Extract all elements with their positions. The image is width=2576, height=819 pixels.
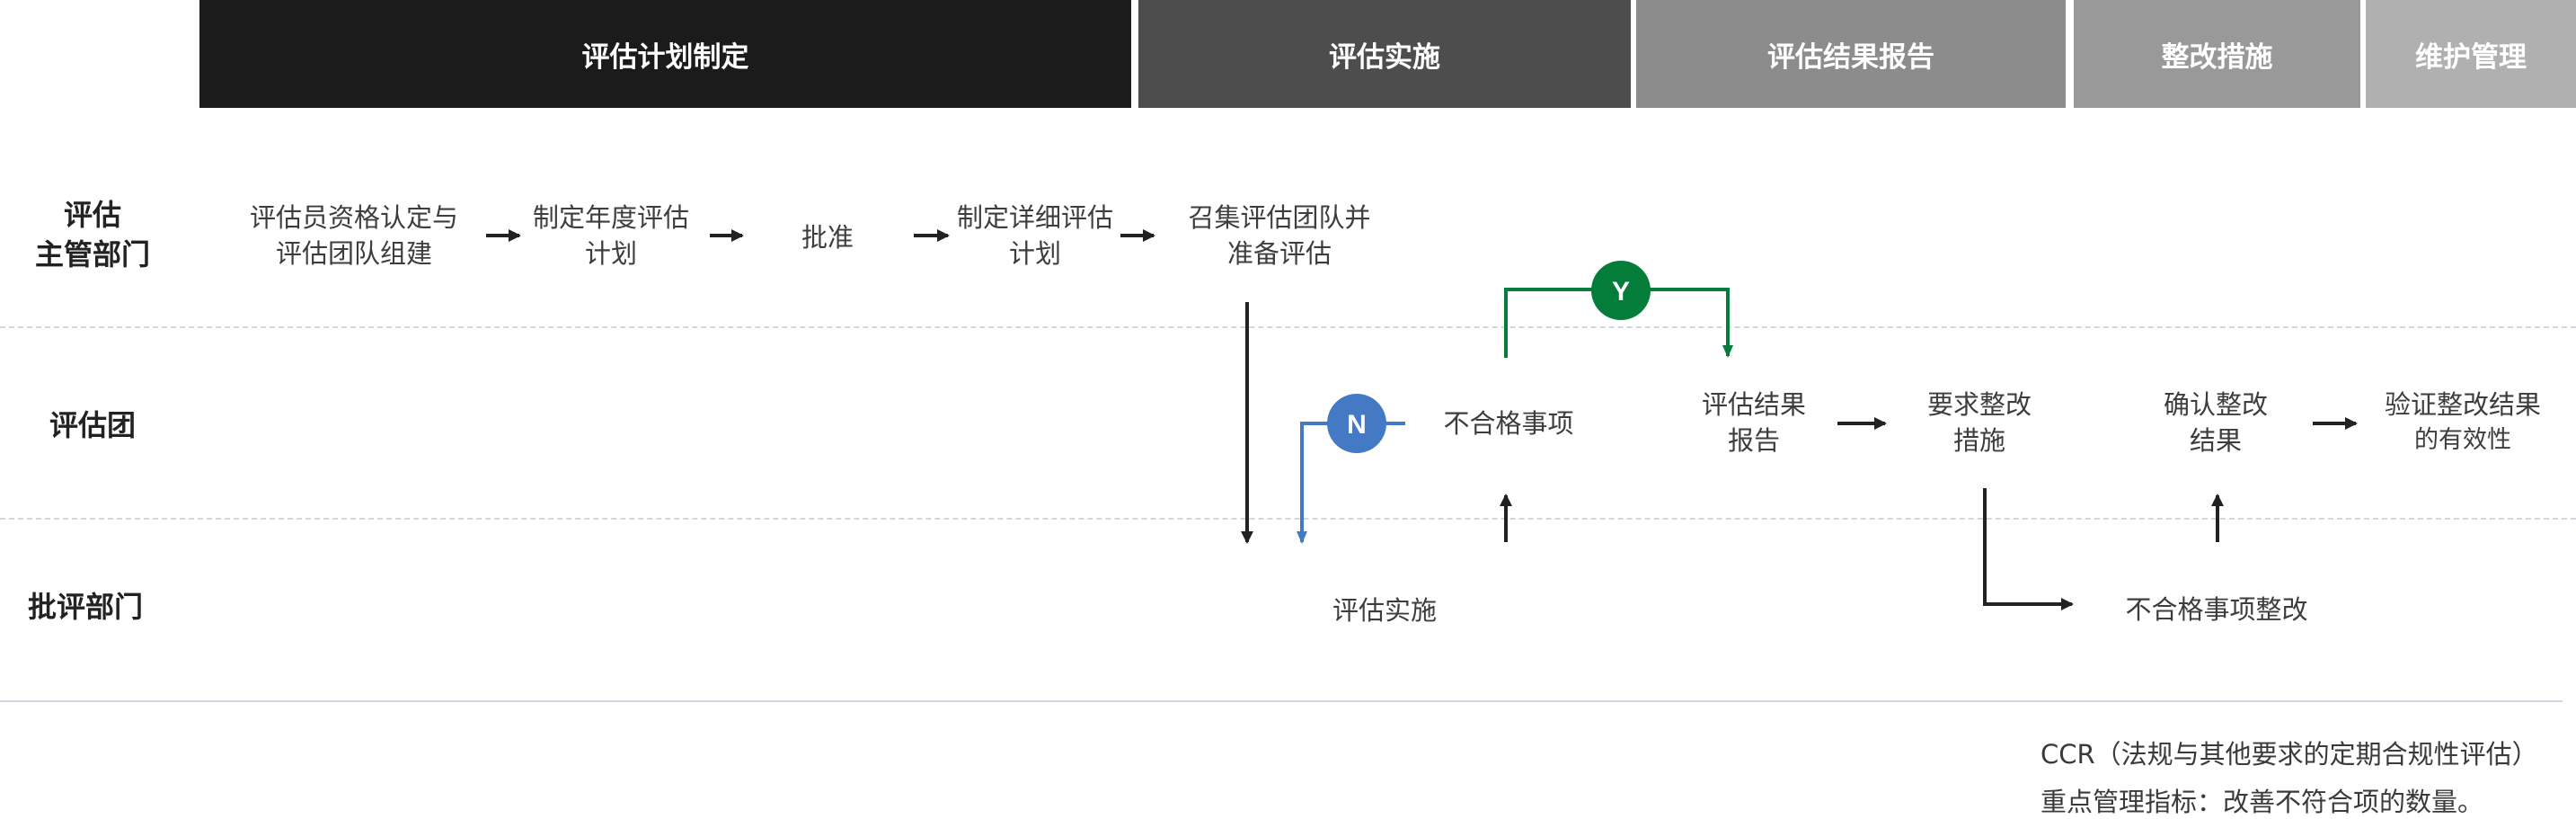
yes-decision-label: Y bbox=[1612, 277, 1630, 307]
step-text: 的有效性 bbox=[2413, 426, 2511, 454]
step-text: 评估实施 bbox=[1332, 595, 1438, 626]
lane-label-line: 评估团 bbox=[49, 408, 137, 442]
step-confirm-correction: 确认整改 结果 bbox=[2164, 387, 2268, 458]
lane-label-assessment-authority: 评估 主管部门 bbox=[35, 195, 150, 274]
step-nonconformity-correction: 不合格事项整改 bbox=[2125, 592, 2307, 628]
step-text: 制定详细评估 bbox=[956, 202, 1114, 233]
step-nonconformity: 不合格事项 bbox=[1443, 405, 1573, 441]
no-decision-badge bbox=[1327, 394, 1386, 453]
step-text: 报告 bbox=[1727, 425, 1781, 456]
step-text: 评估员资格认定与 bbox=[249, 202, 459, 233]
step-qualification: 评估员资格认定与 评估团队组建 bbox=[250, 200, 458, 272]
step-text: 计划 bbox=[584, 238, 638, 269]
step-text: 不合格事项整改 bbox=[2125, 594, 2308, 625]
correction-connector bbox=[1983, 488, 2074, 610]
step-annual-plan: 制定年度评估 计划 bbox=[533, 200, 689, 272]
lane-label-assessment-team: 评估团 bbox=[49, 405, 136, 445]
step-text: 确认整改 bbox=[2163, 389, 2269, 420]
phase-header-maintenance: 维护管理 bbox=[2366, 0, 2576, 108]
bottom-rule bbox=[0, 700, 2563, 702]
step-approval: 批准 bbox=[801, 219, 854, 255]
footnote-ccr: CCR（法规与其他要求的定期合规性评估） bbox=[2040, 739, 2538, 770]
phase-header-correction: 整改措施 bbox=[2074, 0, 2360, 108]
yes-decision-badge bbox=[1591, 261, 1651, 320]
step-text: 准备评估 bbox=[1226, 238, 1332, 269]
step-text: 计划 bbox=[1008, 238, 1062, 269]
phase-header-planning: 评估计划制定 bbox=[199, 0, 1131, 108]
step-text: 验证整改结果 bbox=[2384, 389, 2542, 420]
step-text: 要求整改 bbox=[1926, 389, 2032, 420]
step-text: 制定年度评估 bbox=[532, 202, 690, 233]
step-text: 不合格事项 bbox=[1443, 408, 1574, 439]
lane-divider bbox=[0, 326, 2576, 328]
step-convene-team: 召集评估团队并 准备评估 bbox=[1188, 200, 1370, 272]
lane-label-line: 评估 bbox=[63, 198, 122, 232]
step-implementation: 评估实施 bbox=[1332, 592, 1437, 628]
step-text: 评估团队组建 bbox=[275, 238, 433, 269]
footnote-kpi: 重点管理指标：改善不符合项的数量。 bbox=[2040, 787, 2484, 817]
step-require-correction: 要求整改 措施 bbox=[1927, 387, 2032, 458]
step-text: 召集评估团队并 bbox=[1188, 202, 1371, 233]
lane-label-line: 批评部门 bbox=[27, 590, 144, 624]
phase-header-result-report: 评估结果报告 bbox=[1636, 0, 2066, 108]
step-text: 措施 bbox=[1952, 425, 2006, 456]
phase-header-implementation: 评估实施 bbox=[1138, 0, 1631, 108]
step-text: 批准 bbox=[801, 222, 854, 253]
step-verify-effectiveness: 验证整改结果 的有效性 bbox=[2385, 387, 2541, 458]
no-decision-label: N bbox=[1347, 410, 1367, 440]
step-result-report: 评估结果 报告 bbox=[1702, 387, 1806, 458]
step-text: 结果 bbox=[2189, 425, 2243, 456]
step-text: 评估结果 bbox=[1701, 389, 1807, 420]
lane-label-line: 主管部门 bbox=[34, 237, 151, 272]
step-detailed-plan: 制定详细评估 计划 bbox=[957, 200, 1113, 272]
lane-label-review-department: 批评部门 bbox=[28, 587, 143, 627]
lane-divider bbox=[0, 518, 2576, 520]
